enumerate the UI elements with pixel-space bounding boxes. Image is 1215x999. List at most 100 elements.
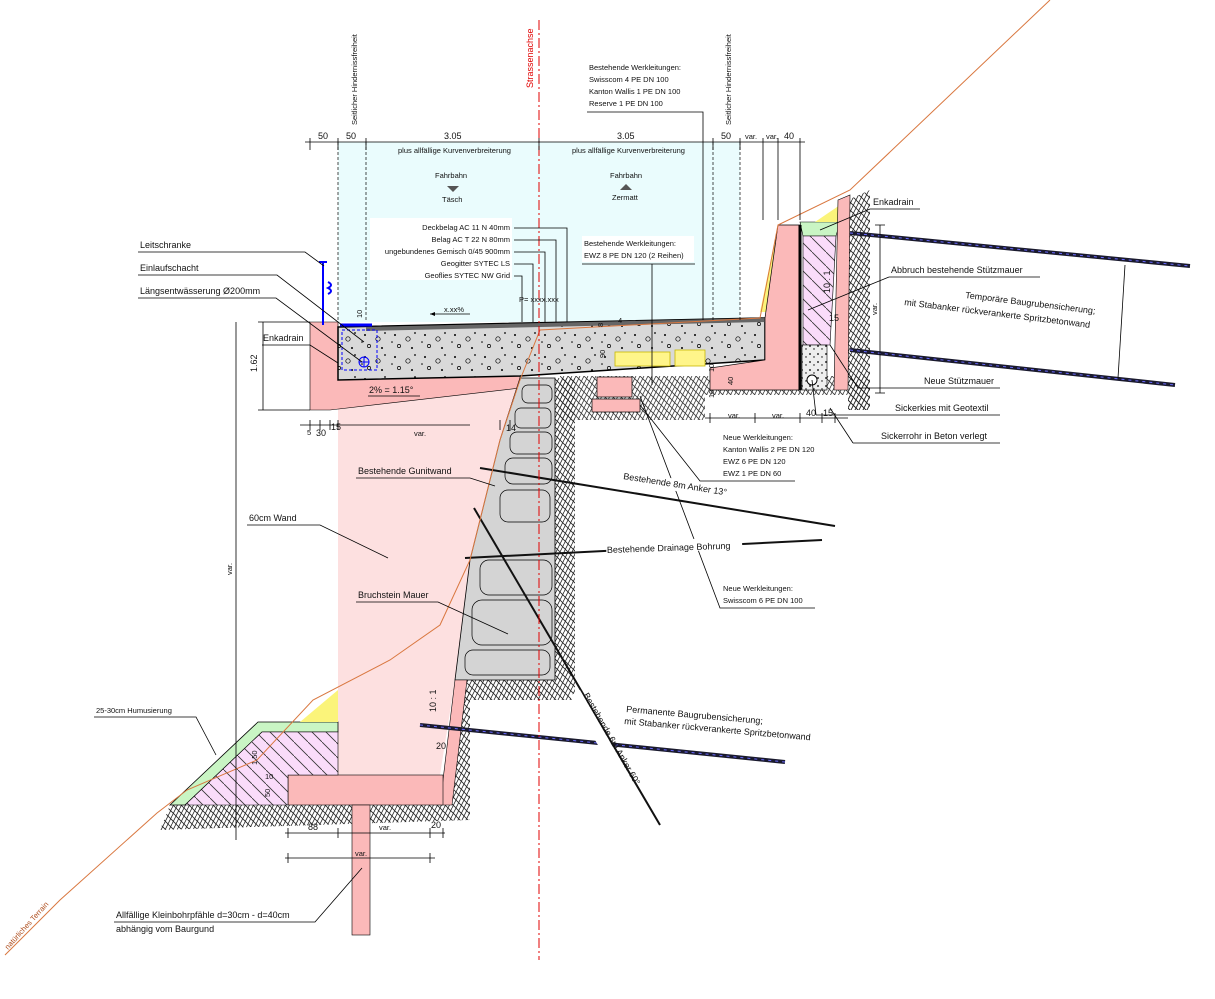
svg-text:var.: var.	[355, 849, 367, 858]
svg-text:Swisscom 4 PE DN 100: Swisscom 4 PE DN 100	[589, 75, 669, 84]
svg-text:15: 15	[823, 408, 833, 418]
svg-text:var.: var.	[766, 132, 778, 141]
svg-text:Längsentwässerung Ø200mm: Längsentwässerung Ø200mm	[140, 286, 260, 296]
wall-60cm	[338, 385, 520, 775]
svg-text:Swisscom 6 PE DN 100: Swisscom 6 PE DN 100	[723, 596, 803, 605]
svg-text:20: 20	[431, 820, 441, 830]
svg-text:60cm Wand: 60cm Wand	[249, 513, 297, 523]
svg-text:var.: var.	[728, 411, 740, 420]
svg-text:Bruchstein Mauer: Bruchstein Mauer	[358, 590, 429, 600]
svg-text:1.62: 1.62	[249, 354, 259, 372]
thin-wall-10-1	[439, 679, 468, 806]
masonry-stones	[464, 384, 553, 676]
svg-text:Bestehende Drainage Bohrung: Bestehende Drainage Bohrung	[607, 541, 731, 555]
svg-text:40: 40	[784, 131, 794, 141]
ground-hatch-lower	[160, 690, 470, 830]
existing-utilities-mid: Bestehende Werkleitungen: EWZ 8 PE DN 12…	[582, 236, 695, 385]
svg-text:var.: var.	[772, 411, 784, 420]
svg-text:5: 5	[307, 428, 311, 437]
direction-down-icon	[447, 186, 459, 192]
svg-text:2% = 1.15°: 2% = 1.15°	[369, 385, 414, 395]
svg-text:Enkadrain: Enkadrain	[873, 197, 914, 207]
svg-text:50: 50	[721, 131, 731, 141]
left-dimensions: 1.62 10 5 30 15 var. 14 2% = 1.15° var. …	[225, 310, 516, 863]
new-utilities-2: Neue Werkleitungen: Swisscom 6 PE DN 100	[639, 395, 815, 609]
svg-text:EWZ 8 PE DN 120 (2 Reihen): EWZ 8 PE DN 120 (2 Reihen)	[584, 251, 684, 260]
lane-left-label: Fahrbahn	[435, 171, 467, 180]
svg-text:abhängig vom Baurgund: abhängig vom Baurgund	[116, 924, 214, 934]
clearance-label-left: Seitlicher Hindernissfreiheit	[350, 33, 359, 125]
svg-text:50: 50	[346, 131, 356, 141]
svg-text:10: 10	[707, 364, 716, 372]
svg-text:Geoflies SYTEC NW Grid: Geoflies SYTEC NW Grid	[425, 271, 510, 280]
backfill-left	[184, 731, 339, 806]
svg-text:EWZ 6 PE DN 120: EWZ 6 PE DN 120	[723, 457, 786, 466]
svg-text:15: 15	[331, 422, 341, 432]
anchor-labels: Bestehende 8m Anker 13° Bestehende Drain…	[569, 470, 811, 787]
drain-inlet	[319, 261, 378, 371]
svg-text:15: 15	[829, 313, 839, 323]
svg-text:25-30cm Humusierung: 25-30cm Humusierung	[96, 706, 172, 715]
svg-text:ungebundenes Gemisch 0/45 900m: ungebundenes Gemisch 0/45 900mm	[385, 247, 510, 256]
clearance-label-right: Seitlicher Hindernissfreiheit	[724, 33, 733, 125]
right-dimensions: 10 : 1 15 var. 8 4 90 10 40 10 var. var.…	[596, 224, 885, 423]
svg-text:10 : 1: 10 : 1	[822, 270, 832, 293]
existing-utilities-top: Bestehende Werkleitungen: Swisscom 4 PE …	[587, 63, 704, 320]
crossfall-label: x.xx%	[444, 305, 464, 314]
fill-yellow-top	[815, 205, 840, 222]
svg-text:20: 20	[436, 741, 446, 751]
svg-text:Neue Werkleitungen:: Neue Werkleitungen:	[723, 433, 793, 442]
svg-text:Geogitter SYTEC LS: Geogitter SYTEC LS	[441, 259, 510, 268]
svg-text:Leitschranke: Leitschranke	[140, 240, 191, 250]
svg-text:Allfällige Kleinbohrpfähle d=3: Allfällige Kleinbohrpfähle d=30cm - d=40…	[116, 910, 290, 920]
new-utilities-1: Neue Werkleitungen: Kanton Wallis 2 PE D…	[639, 404, 814, 482]
svg-text:Neue Werkleitungen:: Neue Werkleitungen:	[723, 584, 793, 593]
svg-text:4: 4	[618, 316, 622, 325]
svg-text:var.: var.	[870, 303, 879, 315]
svg-text:Bestehende Gunitwand: Bestehende Gunitwand	[358, 466, 452, 476]
svg-text:Deckbelag AC 11 N 40mm: Deckbelag AC 11 N 40mm	[422, 223, 510, 232]
svg-text:var.: var.	[745, 132, 757, 141]
svg-text:40: 40	[806, 408, 816, 418]
svg-text:Einlaufschacht: Einlaufschacht	[140, 263, 199, 273]
svg-text:Neue Stützmauer: Neue Stützmauer	[924, 376, 994, 386]
widening-note-left: plus allfällige Kurvenverbreiterung	[398, 146, 511, 155]
footing-slab	[287, 774, 444, 806]
svg-text:3.05: 3.05	[444, 131, 462, 141]
direction-up-icon	[620, 184, 632, 190]
svg-text:Bestehende Werkleitungen:: Bestehende Werkleitungen:	[589, 63, 681, 72]
svg-text:var.: var.	[225, 563, 234, 575]
pavement-layer-labels: Deckbelag AC 11 N 40mm Belag AC T 22 N 8…	[370, 218, 568, 322]
svg-text:var.: var.	[379, 823, 391, 832]
elevation-label: P= xxxx.xxx	[519, 295, 559, 304]
lane-right-label: Fahrbahn	[610, 171, 642, 180]
svg-text:90: 90	[598, 350, 607, 358]
svg-text:10: 10	[355, 310, 364, 318]
svg-text:50: 50	[318, 131, 328, 141]
svg-text:Kanton Wallis 1 PE DN 100: Kanton Wallis 1 PE DN 100	[589, 87, 680, 96]
road-axis-label: Strassenachse	[525, 28, 535, 88]
fill-yellow-left	[300, 690, 338, 722]
svg-text:Sickerkies mit Geotextil: Sickerkies mit Geotextil	[895, 403, 989, 413]
svg-text:3.05: 3.05	[617, 131, 635, 141]
svg-text:EWZ 1 PE DN 60: EWZ 1 PE DN 60	[723, 469, 781, 478]
svg-text:10: 10	[707, 390, 716, 398]
svg-text:40: 40	[726, 377, 735, 385]
utility-blocks-new	[614, 349, 706, 367]
svg-text:Bestehende Werkleitungen:: Bestehende Werkleitungen:	[584, 239, 676, 248]
svg-text:8: 8	[596, 323, 605, 327]
svg-text:1.50: 1.50	[250, 750, 259, 765]
svg-text:Sickerrohr in Beton verlegt: Sickerrohr in Beton verlegt	[881, 431, 988, 441]
svg-text:50: 50	[263, 789, 272, 797]
svg-text:natürliches Terrain: natürliches Terrain	[3, 900, 51, 951]
lane-left-direction: Täsch	[442, 195, 462, 204]
svg-text:Belag AC T 22 N 80mm: Belag AC T 22 N 80mm	[431, 235, 510, 244]
svg-text:Kanton Wallis 2 PE DN 120: Kanton Wallis 2 PE DN 120	[723, 445, 814, 454]
svg-text:88: 88	[308, 822, 318, 832]
svg-text:14: 14	[506, 423, 516, 433]
asphalt-surface	[366, 318, 765, 331]
svg-text:Enkadrain: Enkadrain	[263, 333, 304, 343]
widening-note-right: plus allfällige Kurvenverbreiterung	[572, 146, 685, 155]
ground-hatch-right-wall	[848, 190, 870, 410]
